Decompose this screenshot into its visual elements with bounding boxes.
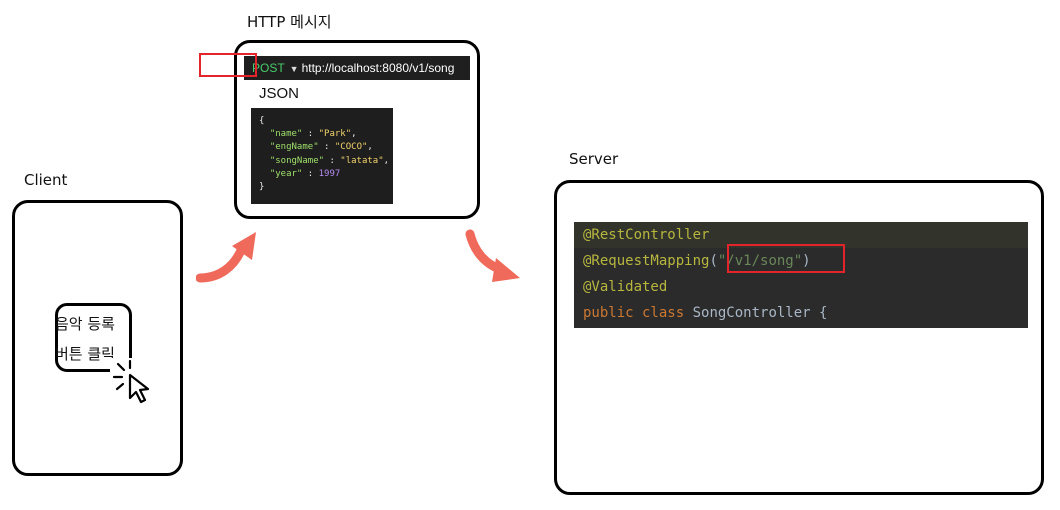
- json-value: 1997: [318, 168, 341, 179]
- http-message-box: POST▼http://localhost:8080/v1/song JSON …: [234, 40, 480, 219]
- http-message-label: HTTP 메시지: [247, 13, 332, 31]
- json-key: "year": [269, 168, 303, 179]
- json-key: "engName": [269, 142, 319, 153]
- json-open: {: [259, 116, 265, 126]
- client-label: Client: [24, 171, 68, 189]
- click-cursor-icon: [110, 358, 160, 404]
- keyword-public-class: public class: [583, 305, 685, 321]
- current-line-highlight: [574, 222, 1028, 248]
- class-name: SongController: [692, 305, 811, 321]
- json-close: }: [259, 182, 265, 193]
- json-body: { "name" : "Park", "engName" : "COCO", "…: [251, 108, 393, 204]
- json-key: "songName": [269, 155, 325, 166]
- json-value: "Park": [318, 129, 352, 140]
- brace-open: {: [819, 305, 828, 321]
- annotation-requestmapping: @RequestMapping: [583, 253, 710, 269]
- annotation-validated: @Validated: [583, 279, 668, 295]
- json-value: "COCO": [334, 142, 368, 153]
- mapping-path: "/v1/song": [717, 253, 803, 269]
- url-path: /v1/song: [409, 61, 455, 75]
- request-url-bar: POST ▼http://localhost:8080/v1/song: [244, 56, 470, 80]
- mapping-path-highlight: [727, 244, 845, 273]
- chevron-down-icon: ▼: [289, 64, 299, 74]
- url-path-highlight: [199, 53, 257, 77]
- code-lines: @RestController @RequestMapping("/v1/son…: [583, 222, 827, 326]
- paren-close: ): [802, 253, 811, 269]
- button-label-line2: 버튼 클릭: [55, 345, 115, 363]
- json-value: "latata": [340, 155, 384, 166]
- curved-arrow-icon: [196, 232, 256, 283]
- http-method: POST: [252, 61, 285, 75]
- button-label-line1: 음악 등록: [55, 315, 115, 333]
- json-title: JSON: [259, 85, 300, 102]
- paren-open: (: [709, 253, 718, 269]
- json-key: "name": [269, 129, 303, 140]
- curved-arrow-icon: [465, 229, 520, 282]
- url-prefix: http://localhost:8080: [301, 61, 410, 75]
- server-label: Server: [569, 150, 619, 168]
- annotation-restcontroller: @RestController: [583, 227, 710, 243]
